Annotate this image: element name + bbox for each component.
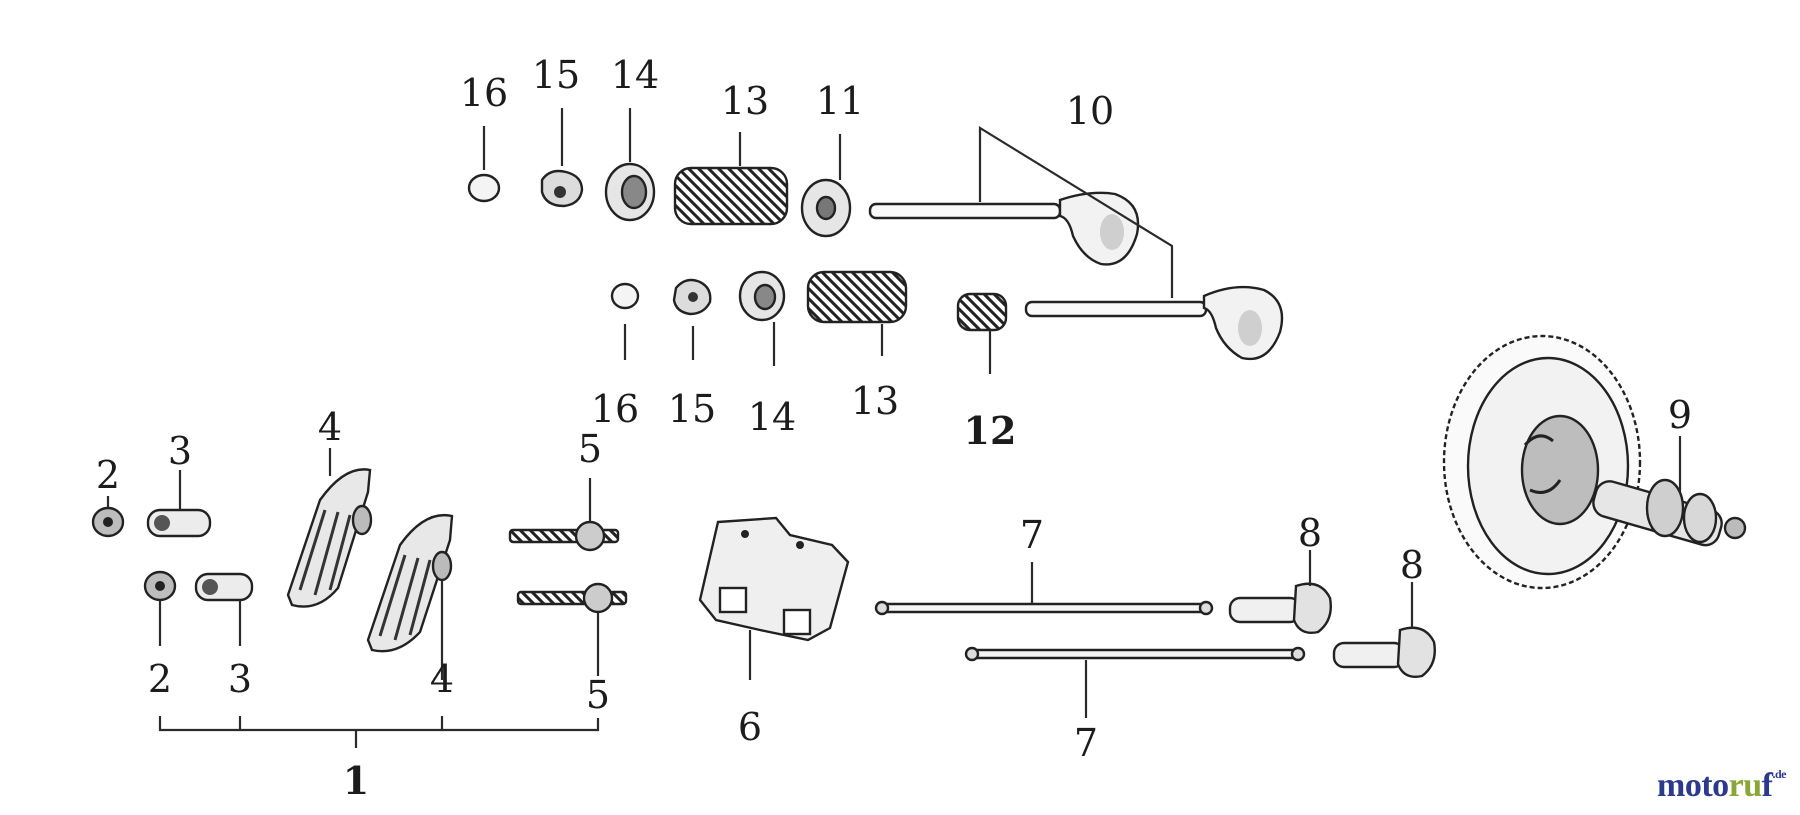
callout-labels: 16 15 14 13 11 10 16 15 14 13 12 2 3 4 5… <box>96 53 1692 803</box>
label-3-upper: 3 <box>168 429 192 473</box>
label-13-upper: 13 <box>721 79 769 123</box>
watermark-part3: f <box>1761 767 1773 804</box>
label-15-upper: 15 <box>532 53 580 97</box>
label-16-lower: 16 <box>591 387 639 431</box>
locknut-2b <box>143 570 177 602</box>
valve-guide-12 <box>956 292 1008 332</box>
label-14-lower: 14 <box>748 395 796 439</box>
push-rod-7b <box>964 646 1306 662</box>
label-14-upper: 14 <box>611 53 659 97</box>
valve-row-lower <box>610 270 1284 361</box>
valve-cotter-16b <box>610 282 640 310</box>
label-16-upper: 16 <box>460 71 508 115</box>
label-3-lower: 3 <box>228 657 252 701</box>
adjuster-3b <box>194 572 254 602</box>
rocker-stud-5b <box>516 582 628 614</box>
label-2-lower: 2 <box>148 657 172 701</box>
label-9: 9 <box>1668 393 1692 437</box>
camshaft-9 <box>1442 334 1747 590</box>
label-13-lower: 13 <box>851 379 899 423</box>
label-4-lower: 4 <box>430 657 454 701</box>
rocker-assembly <box>91 468 628 653</box>
valve-spring-13a <box>673 166 789 226</box>
rocker-arm-4b <box>366 513 454 653</box>
rocker-stud-5a <box>508 520 620 552</box>
locknut-2a <box>91 506 125 538</box>
valve-spring-seat-14a <box>604 162 656 222</box>
valve-lower-10 <box>1024 285 1284 361</box>
label-1: 1 <box>343 758 369 803</box>
label-7-upper: 7 <box>1020 513 1044 557</box>
label-4-upper: 4 <box>318 405 342 449</box>
valve-upper-10 <box>868 191 1140 266</box>
label-8-upper: 8 <box>1298 511 1322 555</box>
watermark-logo: motoruf.de <box>1657 767 1786 805</box>
label-5-lower: 5 <box>586 673 610 717</box>
watermark-tld: .de <box>1772 767 1787 781</box>
label-2-upper: 2 <box>96 453 120 497</box>
label-12: 12 <box>964 408 1017 453</box>
label-6: 6 <box>738 705 762 749</box>
push-rod-7a <box>874 600 1214 616</box>
label-5-upper: 5 <box>578 427 602 471</box>
label-7-lower: 7 <box>1074 721 1098 765</box>
watermark-part1: moto <box>1657 767 1729 804</box>
tappet-8a <box>1228 582 1332 634</box>
watermark-part2: ru <box>1728 767 1763 804</box>
valve-seal-11 <box>800 178 852 238</box>
adjuster-3a <box>146 508 212 538</box>
label-10: 10 <box>1066 89 1114 133</box>
rocker-arm-4a <box>286 468 373 608</box>
guide-plate-6 <box>698 516 850 642</box>
valve-spring-seat-14b <box>738 270 786 322</box>
label-11: 11 <box>816 79 864 123</box>
label-8-lower: 8 <box>1400 543 1424 587</box>
valve-spring-13b <box>806 270 908 324</box>
label-15-lower: 15 <box>668 387 716 431</box>
leader-lines <box>106 108 1682 748</box>
valve-row-upper <box>467 162 1140 266</box>
tappet-8b <box>1332 626 1436 678</box>
valve-cotter-16a <box>467 173 501 203</box>
